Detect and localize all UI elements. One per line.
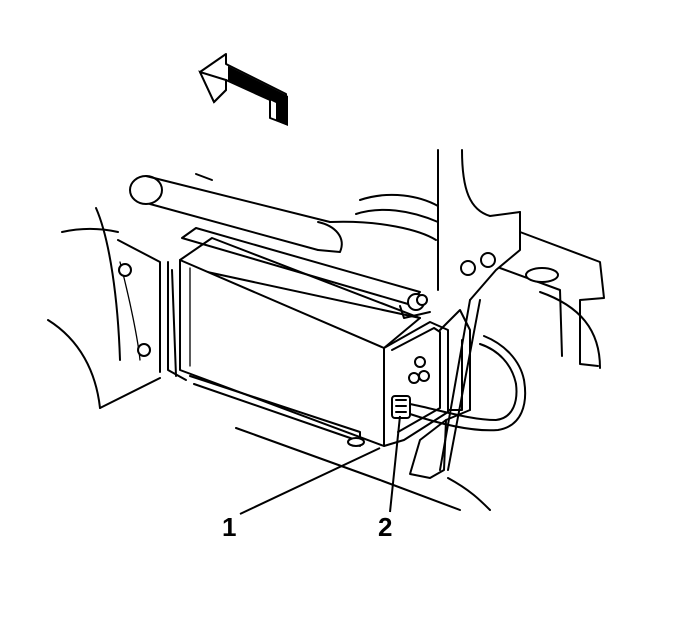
forward-direction-arrow <box>198 53 288 126</box>
callout-label-1: 1 <box>222 512 237 542</box>
cross-tube <box>129 173 437 253</box>
lower-bracket <box>409 299 481 479</box>
leader-line-2 <box>389 415 401 513</box>
frame-rail <box>355 149 605 369</box>
leader-line-1 <box>239 447 381 515</box>
control-module-body <box>167 237 421 447</box>
wiring-harness-connector <box>391 335 527 432</box>
callout-leader-lines <box>239 415 401 515</box>
left-body-panel <box>47 207 161 409</box>
callout-label-2: 2 <box>378 512 393 542</box>
